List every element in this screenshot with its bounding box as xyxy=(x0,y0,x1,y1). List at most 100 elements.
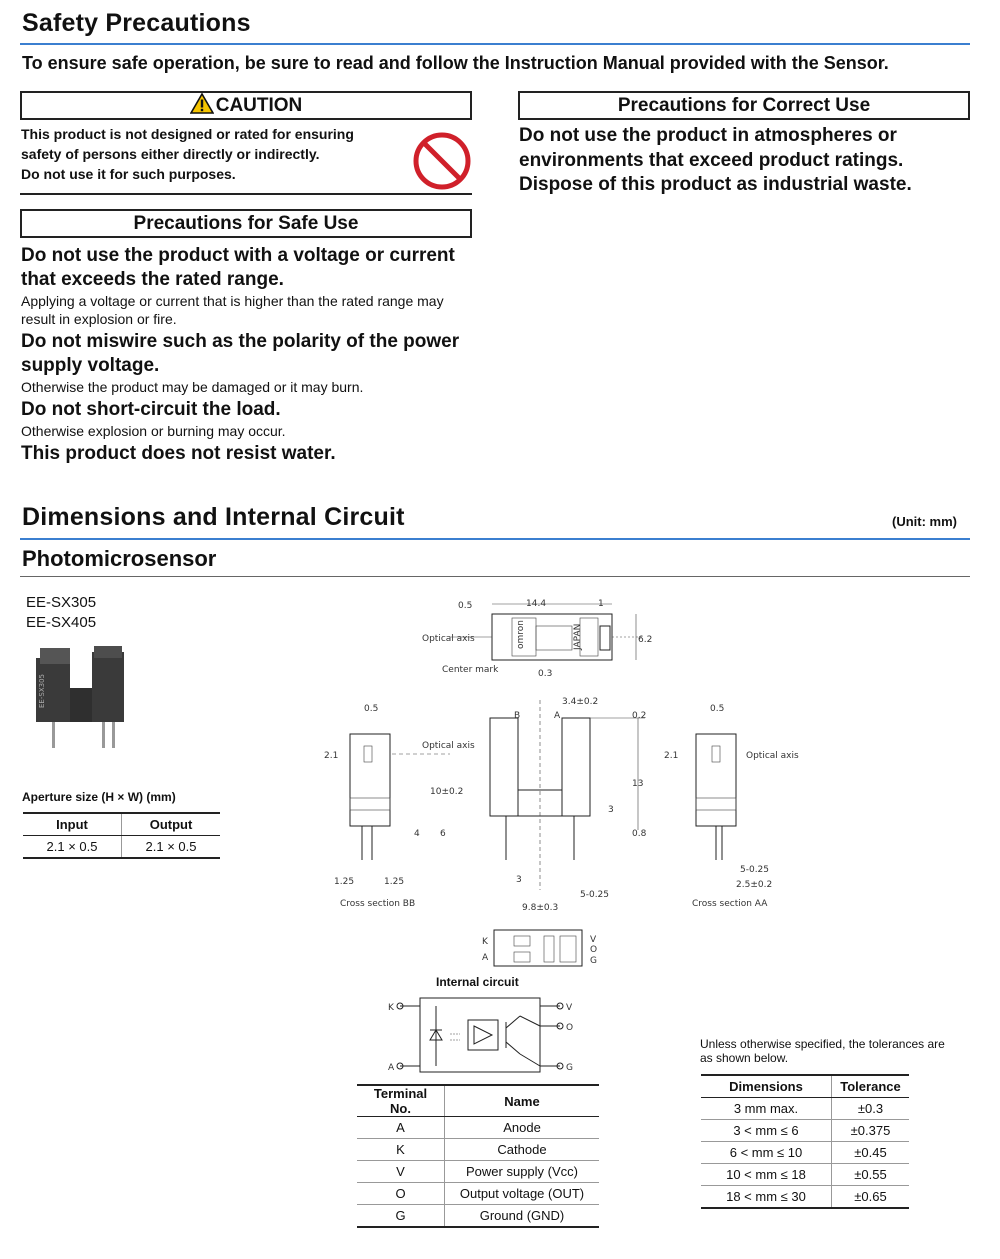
pin-v: V xyxy=(566,1003,573,1013)
warning-triangle-icon xyxy=(189,92,215,121)
terminal-cell: Ground (GND) xyxy=(444,1204,599,1228)
safe-use-item-note: Otherwise explosion or burning may occur… xyxy=(21,423,286,439)
table-row: 6 < mm ≤ 10 ±0.45 xyxy=(701,1141,909,1164)
svg-text:EE-SX305: EE-SX305 xyxy=(38,674,46,708)
bottom-view: K A V O G xyxy=(482,929,597,967)
cross-section-bb: 0.5 Optical axis 2.1 10±0.2 4 6 1.25 1.2… xyxy=(324,704,475,909)
circuit-title: Internal circuit xyxy=(436,975,519,989)
tolerance-cell: ±0.3 xyxy=(831,1097,909,1120)
dim-top-left: 0.5 xyxy=(458,601,472,611)
tolerance-note: Unless otherwise specified, the toleranc… xyxy=(700,1037,945,1065)
caution-heading-box: CAUTION xyxy=(20,91,472,120)
terminal-table: Terminal No. Name A Anode K Cathode V Po… xyxy=(357,1084,599,1228)
table-row: O Output voltage (OUT) xyxy=(357,1182,599,1205)
dim-top-height: 6.2 xyxy=(638,635,652,645)
aperture-cell: 2.1 × 0.5 xyxy=(23,835,122,859)
label-front-a: A xyxy=(554,711,561,721)
tolerance-cell: ±0.65 xyxy=(831,1185,909,1209)
dim-aa-h: 2.1 xyxy=(664,751,678,761)
cross-section-aa: 0.5 Optical axis 2.1 5-0.25 2.5±0.2 Cros… xyxy=(664,704,799,909)
dim-top-width: 14.4 xyxy=(526,599,546,609)
aperture-header: Input xyxy=(23,812,122,836)
table-row: 3 mm max. ±0.3 xyxy=(701,1097,909,1120)
safe-use-list: Do not use the product with a voltage or… xyxy=(21,244,476,466)
subtitle: Photomicrosensor xyxy=(22,546,217,571)
terminal-cell: Power supply (Vcc) xyxy=(444,1160,599,1183)
tolerance-cell: 3 mm max. xyxy=(701,1097,832,1120)
dim-front-height: 13 xyxy=(632,779,643,789)
table-row: V Power supply (Vcc) xyxy=(357,1160,599,1183)
terminal-cell: G xyxy=(357,1204,445,1228)
dim-front-pin: 5-0.25 xyxy=(580,890,609,900)
aperture-cell: 2.1 × 0.5 xyxy=(121,835,220,859)
correct-use-text: Do not use the product in atmospheres or… xyxy=(519,124,912,198)
safe-use-item-note: Applying a voltage or current that is hi… xyxy=(21,293,444,327)
front-view: 3.4±0.2 B A 0.2 13 3 0.8 3 5-0.25 9.8±0.… xyxy=(489,697,647,913)
aperture-table: Input Output 2.1 × 0.5 2.1 × 0.5 xyxy=(23,812,220,859)
tolerance-cell: 3 < mm ≤ 6 xyxy=(701,1119,832,1142)
terminal-header: Name xyxy=(444,1084,599,1117)
label-bottom-k: K xyxy=(482,937,489,947)
safe-use-item-note: Otherwise the product may be damaged or … xyxy=(21,379,364,395)
subtitle-rule xyxy=(20,576,970,577)
pin-g: G xyxy=(566,1063,573,1073)
tolerance-cell: ±0.45 xyxy=(831,1141,909,1164)
table-row: 18 < mm ≤ 30 ±0.65 xyxy=(701,1185,909,1209)
dim-bb-depth: 10±0.2 xyxy=(430,787,463,797)
table-row: A Anode xyxy=(357,1116,599,1139)
label-bottom-o: O xyxy=(590,945,597,955)
table-row: 3 < mm ≤ 6 ±0.375 xyxy=(701,1119,909,1142)
safe-use-heading: Precautions for Safe Use xyxy=(20,209,472,238)
caution-bottom-rule xyxy=(20,193,472,195)
model-name: EE-SX405 xyxy=(26,614,97,631)
label-bb-axis: Optical axis xyxy=(422,741,475,751)
correct-use-line: Dispose of this product as industrial wa… xyxy=(519,174,912,195)
terminal-cell: Anode xyxy=(444,1116,599,1139)
label-bottom-g: G xyxy=(590,956,597,966)
pin-o: O xyxy=(566,1023,573,1033)
terminal-cell: A xyxy=(357,1116,445,1139)
caption-bb: Cross section BB xyxy=(340,899,415,909)
terminal-cell: Cathode xyxy=(444,1138,599,1161)
safe-use-item-title: Do not miswire such as the polarity of t… xyxy=(21,331,460,376)
title-rule xyxy=(20,43,970,45)
terminal-cell: V xyxy=(357,1160,445,1183)
tolerance-cell: 10 < mm ≤ 18 xyxy=(701,1163,832,1186)
unit-label: (Unit: mm) xyxy=(892,514,957,529)
label-aa-axis: Optical axis xyxy=(746,751,799,761)
safe-use-item-title: Do not short-circuit the load. xyxy=(21,399,281,420)
dim-bb-pitch-r: 1.25 xyxy=(384,877,404,887)
dim-aa-thick: 0.5 xyxy=(710,704,724,714)
caption-aa: Cross section AA xyxy=(692,899,768,909)
tolerance-header: Dimensions xyxy=(701,1074,832,1098)
terminal-cell: K xyxy=(357,1138,445,1161)
dim-pin-pitch: 3 xyxy=(516,875,522,885)
top-view: 0.5 14.4 1 6.2 Optical axis Center mark … xyxy=(422,599,652,679)
dim-bb-h: 2.1 xyxy=(324,751,338,761)
terminal-cell: Output voltage (OUT) xyxy=(444,1182,599,1205)
dimensions-title: Dimensions and Internal Circuit xyxy=(22,503,405,531)
caution-line: This product is not designed or rated fo… xyxy=(21,126,354,142)
terminal-cell: O xyxy=(357,1182,445,1205)
dim-front-base: 0.8 xyxy=(632,829,647,839)
tolerance-cell: ±0.55 xyxy=(831,1163,909,1186)
label-top-axis: Optical axis xyxy=(422,634,475,644)
caution-heading: CAUTION xyxy=(215,95,303,116)
dim-top-right: 1 xyxy=(598,599,604,609)
dim-front-slot: 3 xyxy=(608,805,614,815)
label-front-b: B xyxy=(514,711,520,721)
dim-front-top: 0.2 xyxy=(632,711,646,721)
label-brand: omron xyxy=(516,620,526,649)
pin-k: K xyxy=(388,1003,395,1013)
table-row: 10 < mm ≤ 18 ±0.55 xyxy=(701,1163,909,1186)
terminal-header: Terminal No. xyxy=(357,1084,445,1117)
caution-text: This product is not designed or rated fo… xyxy=(21,124,354,184)
correct-use-line: environments that exceed product ratings… xyxy=(519,149,904,171)
label-origin: JAPAN xyxy=(573,624,583,651)
safe-use-item-title: Do not use the product with a voltage or… xyxy=(21,245,455,290)
dim-center-mark: 0.3 xyxy=(538,669,552,679)
table-row: G Ground (GND) xyxy=(357,1204,599,1228)
model-name: EE-SX305 xyxy=(26,594,97,611)
dim-aa-pitch: 2.5±0.2 xyxy=(736,880,772,890)
caution-line: safety of persons either directly or ind… xyxy=(21,146,320,162)
